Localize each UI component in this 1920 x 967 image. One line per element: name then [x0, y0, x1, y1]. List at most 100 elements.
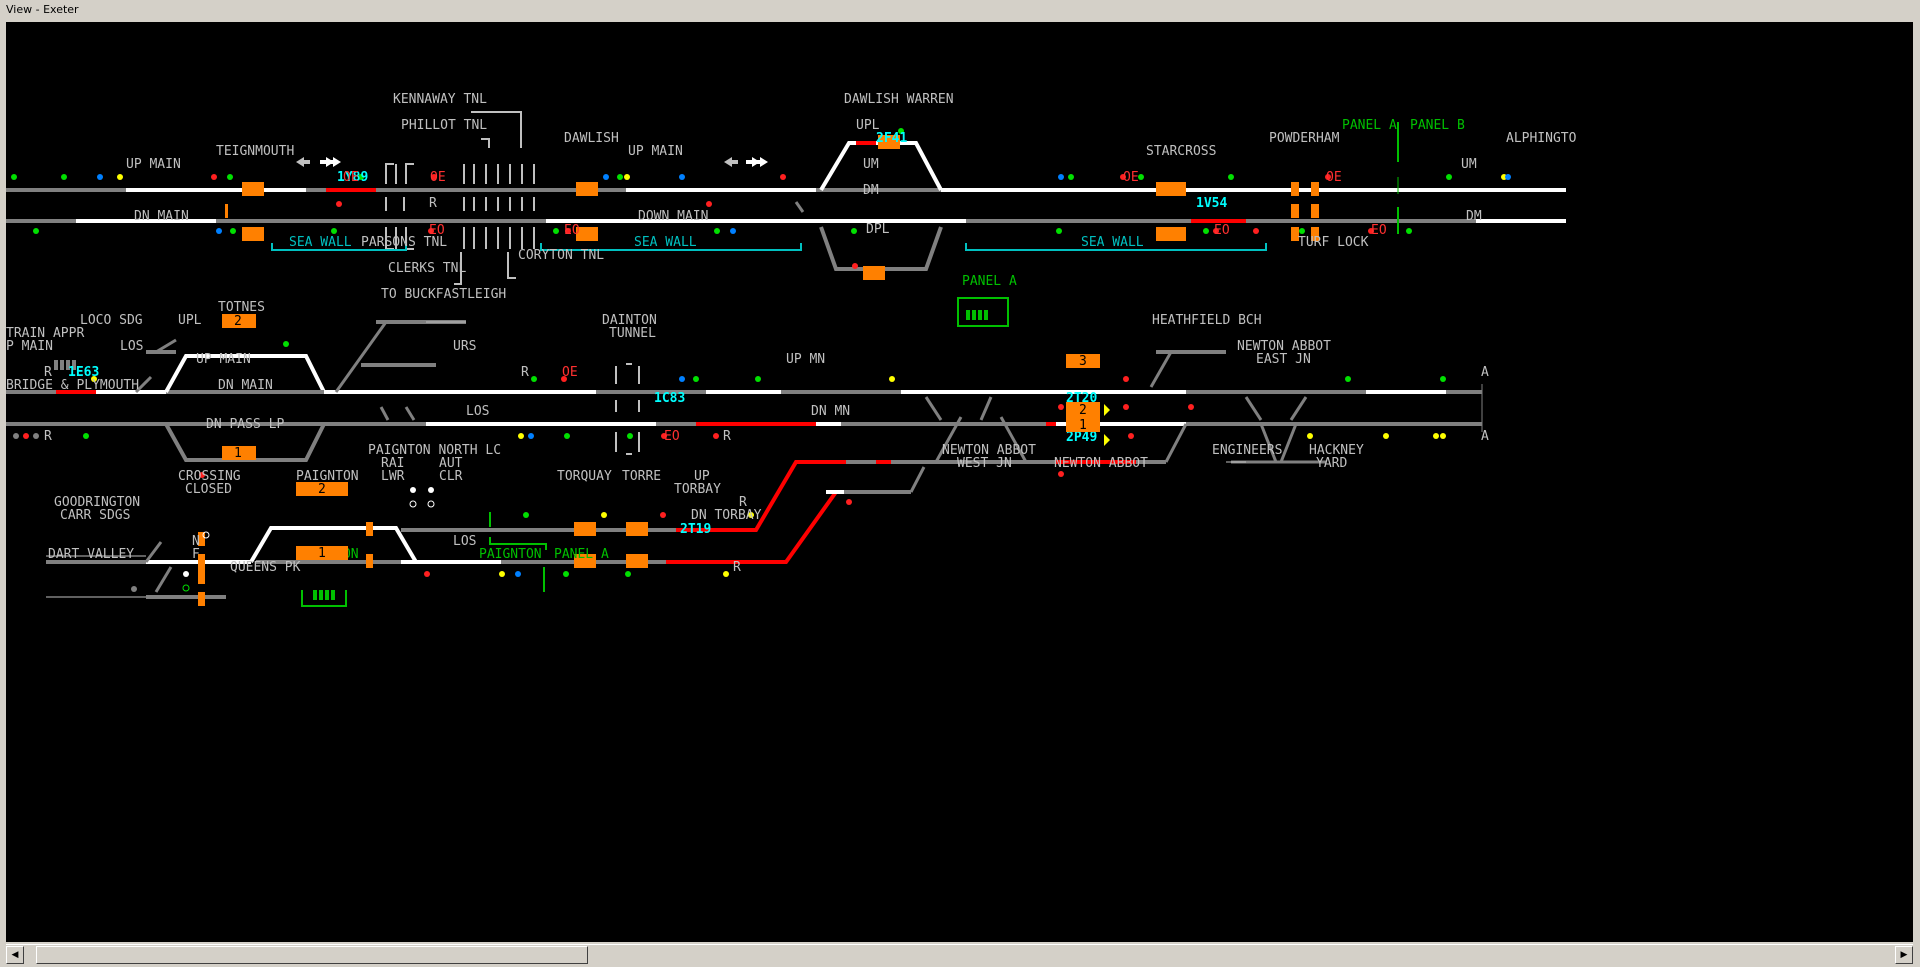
label-newton-abbot-west: NEWTON ABBOT [942, 443, 1036, 458]
label-rai: RAI [381, 456, 404, 471]
label-torquay: TORQUAY [557, 469, 612, 484]
label-queens-pk: QUEENS PK [230, 560, 301, 575]
label-upl-top: UPL [856, 118, 880, 133]
counter-na-stack-top[interactable]: 2 [1079, 403, 1087, 418]
label-parsons-tnl: PARSONS TNL [361, 235, 447, 250]
label-los-2: LOS [466, 404, 489, 419]
label-coryton-tnl: CORYTON TNL [518, 248, 604, 263]
berth-1y89[interactable]: 1Y89 [337, 170, 368, 185]
orange-indicator-boxes [198, 135, 1319, 606]
marker-r: R [521, 365, 529, 380]
label-dm-right: DM [1466, 209, 1482, 224]
label-carr-sdgs: CARR SDGS [60, 508, 130, 523]
counter-totnes[interactable]: 2 [234, 314, 242, 329]
berth-2f41[interactable]: 2F41 [876, 131, 907, 146]
berth-1c83[interactable]: 1C83 [654, 391, 685, 406]
counter-boxes: 2 1 3 2 1 2 1 [222, 314, 1100, 561]
counter-na-stack-bottom[interactable]: 1 [1079, 418, 1087, 433]
berth-1v54[interactable]: 1V54 [1196, 196, 1227, 211]
label-newton-abbot-stn: NEWTON ABBOT [1054, 456, 1148, 471]
label-urs: URS [453, 339, 476, 354]
label-sea-wall-2: SEA WALL [634, 235, 697, 250]
label-closed: CLOSED [185, 482, 232, 497]
label-panel-a-bottom[interactable]: PANEL A [554, 547, 609, 562]
label-turf-lock: TURF LOCK [1298, 235, 1369, 250]
berth-2p49[interactable]: 2P49 [1066, 430, 1097, 445]
label-hackney: HACKNEY [1309, 443, 1364, 458]
signalling-diagram-canvas[interactable]: KENNAWAY TNL PHILLOT TNL DAWLISH WARREN … [6, 22, 1913, 942]
label-sea-wall-3: SEA WALL [1081, 235, 1144, 250]
label-up-torbay-1: UP [694, 469, 710, 484]
marker-r: R [429, 196, 437, 211]
label-dainton: DAINTON [602, 313, 657, 328]
counter-dn-pass[interactable]: 1 [234, 446, 242, 461]
track-diagram[interactable]: KENNAWAY TNL PHILLOT TNL DAWLISH WARREN … [6, 22, 1913, 942]
label-up-mn: UP MN [786, 352, 825, 367]
label-panel-a-mid[interactable]: PANEL A [962, 274, 1017, 289]
marker-oe: OE [343, 170, 359, 185]
counter-paignton-dn[interactable]: 1 [318, 546, 326, 561]
marker-eo: EO [664, 429, 680, 444]
label-up-main-1: UP MAIN [126, 157, 181, 172]
panel-a-mini-box [957, 297, 1009, 327]
label-east-jn: EAST JN [1256, 352, 1311, 367]
window-titlebar: View - Exeter [0, 0, 1920, 20]
label-crossing: CROSSING [178, 469, 241, 484]
marker-oe: OE [562, 365, 578, 380]
label-los-1: LOS [120, 339, 143, 354]
label-up-main-3: UP MAIN [196, 352, 251, 367]
berth-1e63[interactable]: 1E63 [68, 365, 99, 380]
label-sea-wall-1: SEA WALL [289, 235, 352, 250]
label-dm: DM [863, 183, 879, 198]
label-heathfield-bch: HEATHFIELD BCH [1152, 313, 1262, 328]
label-paignton-bottom[interactable]: PAIGNTON [479, 547, 542, 562]
label-dpl: DPL [866, 222, 890, 237]
label-starcross: STARCROSS [1146, 144, 1216, 159]
label-totnes: TOTNES [218, 300, 265, 315]
marker-oe: OE [430, 170, 446, 185]
counter-paignton-up[interactable]: 2 [318, 482, 326, 497]
signal-heads [11, 128, 1511, 592]
label-newton-abbot-east: NEWTON ABBOT [1237, 339, 1331, 354]
dainton-tunnel-marks [615, 363, 640, 455]
label-um-right: UM [1461, 157, 1477, 172]
label-goodrington: GOODRINGTON [54, 495, 140, 510]
label-train-appr: TRAIN APPR [6, 326, 84, 341]
label-f: F [192, 547, 200, 562]
horizontal-scrollbar[interactable]: ◀ ▶ [6, 944, 1913, 964]
label-torre: TORRE [622, 469, 661, 484]
tunnel-marks [385, 111, 535, 285]
label-to-buckfastleigh: TO BUCKFASTLEIGH [381, 287, 506, 302]
marker-eo: EO [1214, 223, 1230, 238]
label-panel-a-top[interactable]: PANEL A [1342, 118, 1397, 133]
label-n: N [192, 534, 200, 549]
label-powderham: POWDERHAM [1269, 131, 1340, 146]
marker-r: R [733, 560, 741, 575]
counter-na-east[interactable]: 3 [1079, 354, 1087, 369]
label-down-main: DOWN MAIN [638, 209, 708, 224]
marker-eo: EO [564, 223, 580, 238]
label-kennaway-tnl: KENNAWAY TNL [393, 92, 487, 107]
label-aut: AUT [439, 456, 463, 471]
berth-2t19[interactable]: 2T19 [680, 522, 711, 537]
label-p-main: P MAIN [6, 339, 53, 354]
marker-eo: EO [1371, 223, 1387, 238]
label-los-3: LOS [453, 534, 476, 549]
marker-oe: OE [1326, 170, 1342, 185]
label-up-main-2: UP MAIN [628, 144, 683, 159]
marker-r: R [44, 365, 52, 380]
scroll-right-icon[interactable]: ▶ [1895, 946, 1913, 964]
label-dn-torbay: DN TORBAY [691, 508, 762, 523]
label-phillot-tnl: PHILLOT TNL [401, 118, 487, 133]
marker-eo: EO [429, 223, 445, 238]
marker-r: R [44, 429, 52, 444]
scroll-left-icon[interactable]: ◀ [6, 946, 24, 964]
label-panel-b-top[interactable]: PANEL B [1410, 118, 1465, 133]
label-engineers: ENGINEERS [1212, 443, 1282, 458]
label-dawlish-warren: DAWLISH WARREN [844, 92, 954, 107]
label-loco-sdg: LOCO SDG [80, 313, 143, 328]
label-paignton-north-lc: PAIGNTON NORTH LC [368, 443, 501, 458]
scroll-thumb[interactable] [36, 946, 588, 964]
label-west-jn: WEST JN [957, 456, 1012, 471]
marker-a: A [1481, 429, 1489, 444]
